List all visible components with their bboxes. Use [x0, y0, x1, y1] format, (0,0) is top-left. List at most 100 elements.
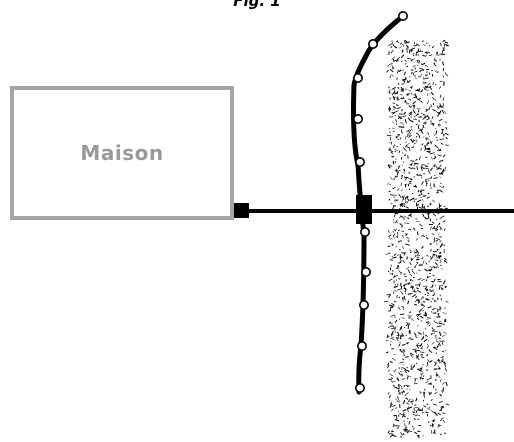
hedge-speck: [423, 412, 424, 413]
hedge-speck: [425, 78, 429, 79]
hedge-speck: [421, 90, 423, 92]
figure-title: Fig. 1: [0, 0, 514, 10]
hedge-speck: [414, 290, 415, 291]
hedge-speck: [422, 182, 424, 185]
hedge-speck: [391, 409, 393, 412]
hedge-speck: [400, 261, 401, 263]
hedge-speck: [428, 83, 431, 85]
hedge-speck: [438, 257, 442, 258]
hedge-speck: [429, 55, 433, 56]
hedge-speck: [395, 332, 396, 333]
hedge-speck: [399, 344, 400, 346]
hedge-speck: [409, 167, 413, 169]
hedge-speck: [446, 74, 448, 77]
hedge-speck: [416, 238, 418, 240]
hedge-speck: [446, 137, 448, 138]
hedge-speck: [398, 411, 399, 412]
hedge-speck: [414, 419, 416, 420]
hedge-speck: [435, 336, 437, 339]
hedge-speck: [419, 156, 420, 160]
hedge-speck: [396, 119, 397, 122]
hedge-speck: [393, 106, 396, 108]
hedge-speck: [440, 409, 442, 411]
hedge-speck: [397, 108, 401, 109]
hedge-speck: [400, 94, 402, 95]
hedge-speck: [387, 70, 389, 72]
hedge-speck: [420, 308, 423, 311]
hedge-speck: [397, 401, 400, 403]
hedge-speck: [428, 132, 429, 135]
hedge-speck: [400, 413, 402, 415]
hedge-speck: [408, 155, 409, 159]
hedge-speck: [407, 223, 409, 224]
hedge-speck: [389, 63, 393, 65]
hedge-speck: [426, 110, 428, 112]
hedge-speck: [427, 115, 429, 118]
hedge-speck: [397, 295, 398, 298]
hedge-speck: [411, 318, 414, 321]
hedge-speck: [406, 427, 407, 429]
hedge-speck: [440, 307, 441, 311]
hedge-speck: [430, 218, 431, 221]
hedge-speck: [402, 393, 403, 396]
hedge-speck: [408, 118, 409, 120]
hedge-speck: [411, 365, 412, 367]
hedge-speck: [416, 52, 417, 55]
hedge-speck: [431, 311, 432, 312]
hedge-speck: [391, 44, 392, 45]
hedge-speck: [445, 42, 448, 43]
hedge-speck: [406, 335, 407, 336]
hedge-speck: [393, 109, 395, 111]
hedge-speck: [427, 346, 429, 349]
hedge-speck: [435, 262, 437, 265]
hedge-speck: [414, 97, 418, 98]
hedge-speck: [407, 388, 408, 390]
hedge-speck: [390, 75, 391, 78]
hedge-speck: [410, 87, 411, 89]
hedge-speck: [438, 413, 441, 415]
hedge-speck: [439, 165, 441, 168]
hedge-speck: [400, 350, 403, 353]
hedge-speck: [417, 318, 419, 320]
hedge-speck: [415, 252, 416, 253]
hedge-speck: [412, 399, 413, 400]
hedge-speck: [398, 230, 400, 231]
hedge-speck: [412, 295, 416, 297]
hedge-speck: [440, 244, 442, 247]
hedge-speck: [440, 252, 441, 254]
hedge-speck: [436, 375, 440, 376]
hedge-speck: [436, 379, 437, 381]
hedge-speck: [422, 51, 423, 52]
hedge-speck: [404, 112, 406, 114]
hedge-speck: [423, 400, 424, 402]
hedge-speck: [392, 40, 393, 43]
hedge-speck: [435, 146, 438, 147]
hedge-speck: [428, 193, 429, 194]
hedge-speck: [436, 137, 438, 138]
hedge-speck: [441, 287, 442, 290]
hedge-speck: [397, 70, 398, 74]
hedge-speck: [398, 99, 400, 100]
hedge-speck: [397, 255, 399, 256]
hedge-speck: [402, 247, 404, 249]
hedge-speck: [395, 200, 398, 201]
hedge-speck: [434, 433, 436, 434]
hedge-speck: [428, 307, 432, 308]
hedge-speck: [393, 187, 395, 189]
hedge-speck: [400, 138, 401, 140]
hedge-speck: [395, 399, 396, 400]
hedge-speck: [413, 101, 416, 104]
hedge-speck: [435, 84, 436, 85]
hedge-speck: [426, 279, 427, 281]
pipe-marker: [369, 40, 377, 48]
hedge-speck: [419, 207, 423, 209]
hedge-speck: [425, 412, 428, 413]
hedge-speck: [435, 260, 438, 261]
hedge-speck: [402, 235, 403, 237]
hedge-speck: [389, 167, 390, 168]
hedge-speck: [389, 322, 391, 324]
hedge-speck: [426, 236, 427, 237]
hedge-speck: [443, 155, 445, 158]
hedge-speck: [410, 130, 411, 131]
hedge-speck: [396, 171, 397, 173]
